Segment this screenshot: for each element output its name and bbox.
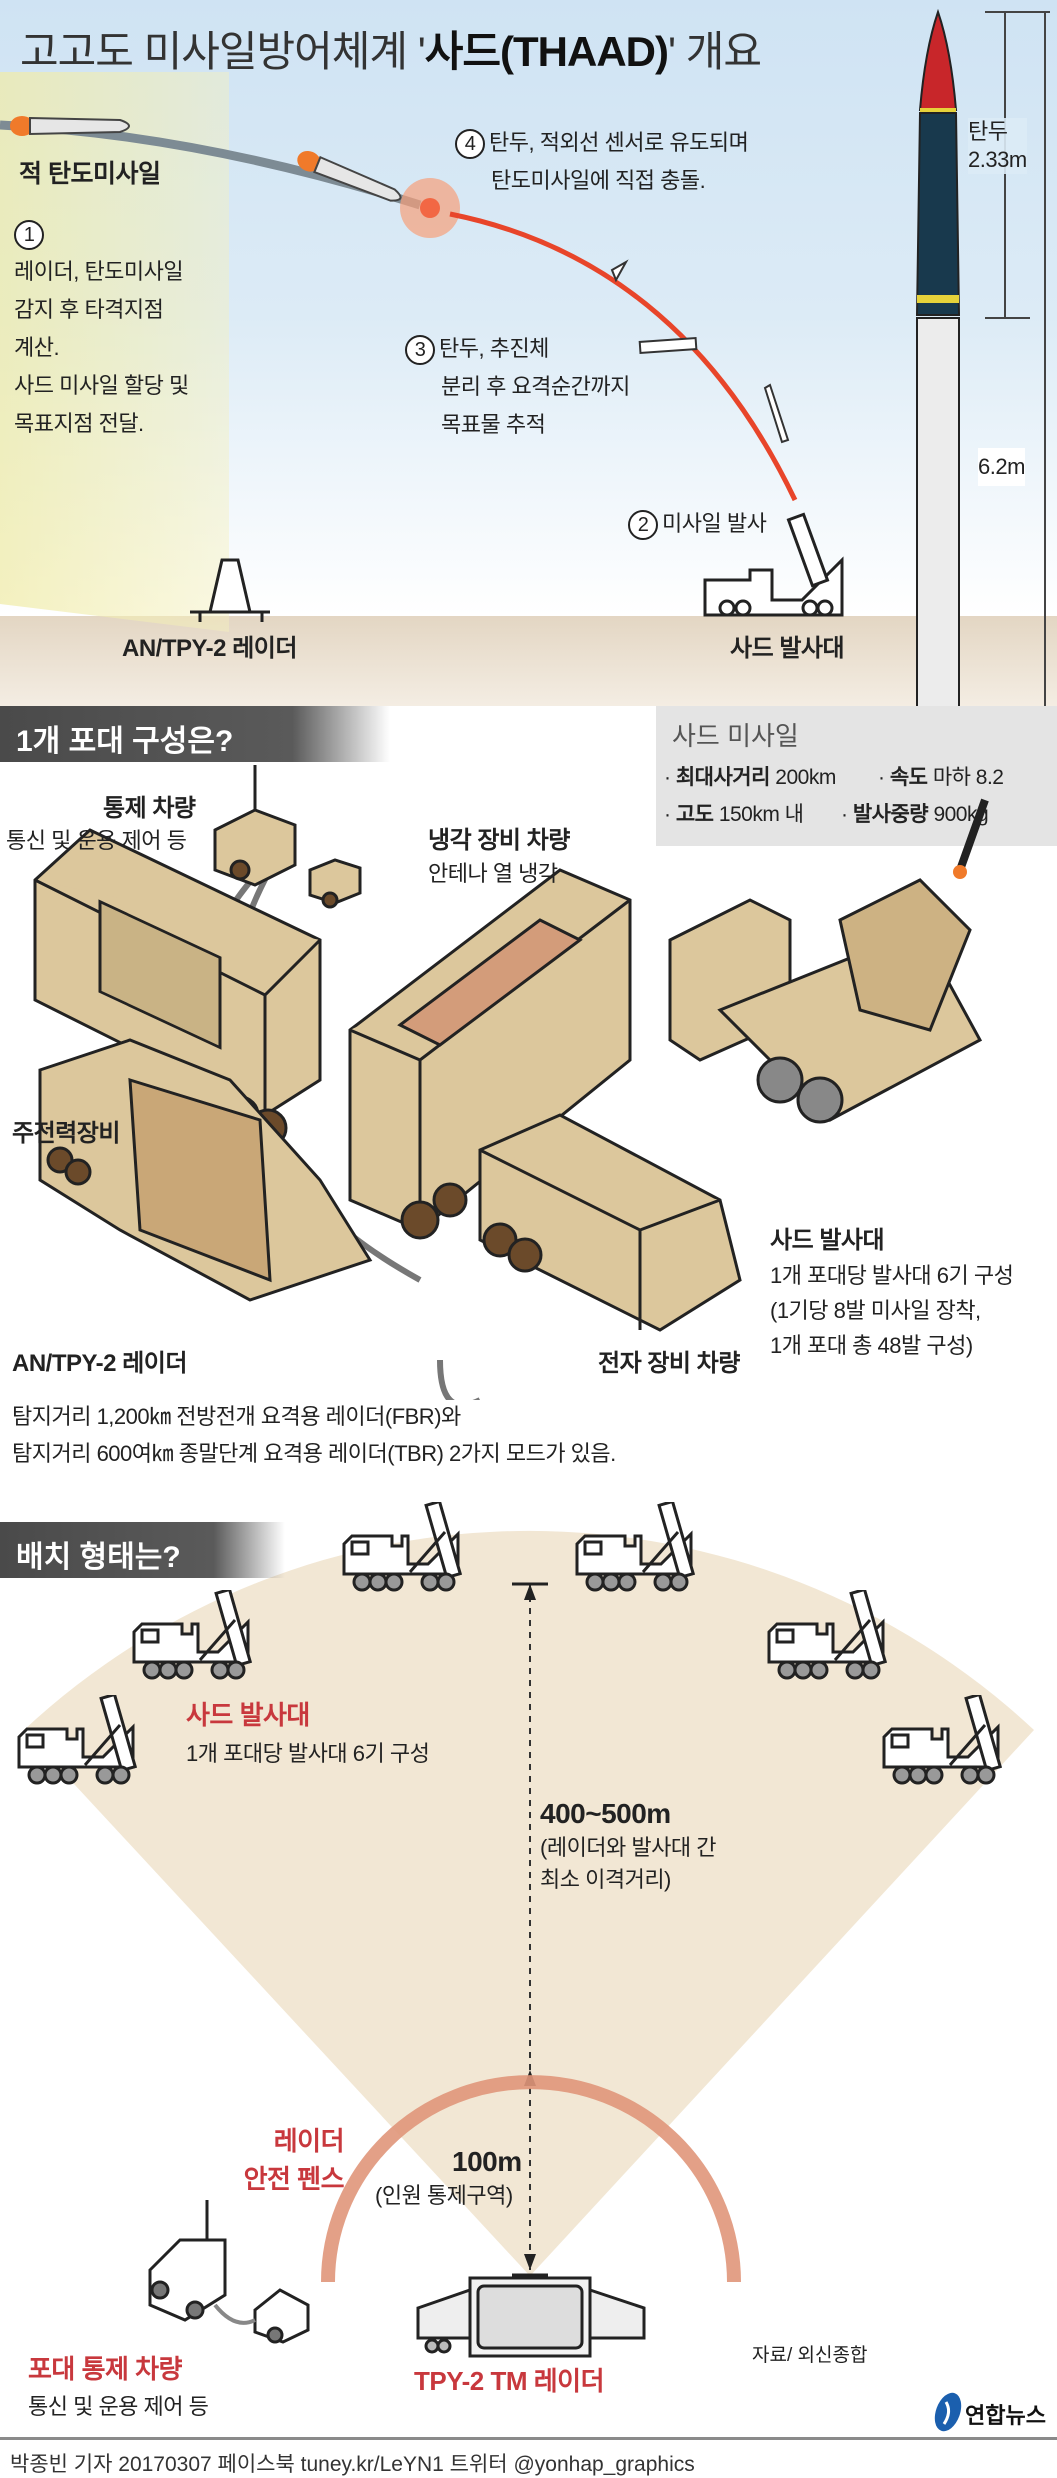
warhead-label: 탄두 [968,119,1008,144]
enemy-missile-warhead-icon [297,150,402,202]
ground-band [0,616,1057,706]
control-vehicle-desc: 통신 및 운용 제어 등 [6,828,187,853]
footer-credit: 박종빈 기자 20170307 페이스북 tuney.kr/LeYN1 트위터 … [10,2453,695,2476]
safety-fence-arc [321,2075,741,2283]
radar-desc-line: 탐지거리 600여㎞ 종말단계 요격용 레이더(TBR) 2가지 모드가 있음. [12,1441,616,1466]
fence-label-line: 안전 펜스 [243,2164,345,2194]
launcher-distance-value: 400~500m [540,1798,671,1829]
step1-line: 레이더, 탄도미사일 [14,259,184,284]
yonhap-logo: 연합뉴스 [965,2403,1046,2428]
deploy-radar-name: TPY-2 TM 레이더 [414,2366,605,2396]
launcher-desc-line: (1기당 8발 미사일 장착, [770,1298,981,1323]
electronics-vehicle-name: 전자 장비 차량 [598,1350,740,1377]
deployment-header: 배치 형태는? [0,1522,285,1578]
step2-label: 미사일 발사 [662,511,767,536]
step2-number: 2 [628,510,658,540]
interceptor-trajectory [449,211,798,502]
missile-info-box: 사드 미사일 · 최대사거리 200km · 속도 마하 8.2 · 고도 15… [656,706,1057,846]
intercept-diagram [0,8,1055,743]
warhead-dimension: 탄두 2.33m [968,118,1027,174]
spec-row: · 최대사거리 200km [664,766,836,789]
deploy-launcher-desc: 1개 포대당 발사대 6기 구성 [186,1741,430,1766]
spec-value: 200km [775,766,836,789]
coverage-fan [24,1530,1034,2276]
launcher-distance-desc: (레이더와 발사대 간 최소 이격거리) [540,1832,716,1896]
launcher-vehicle-icon [668,798,989,1124]
distance-desc-line: 최소 이격거리) [540,1867,671,1892]
spec-label: 고도 [675,803,714,826]
spec-label: 최대사거리 [675,766,771,789]
yonhap-logo-icon [934,2392,962,2432]
spec-value: 150km 내 [718,803,804,826]
cooling-vehicle-name: 냉각 장비 차량 [428,827,570,854]
spec-row: · 속도 마하 8.2 [878,766,1004,789]
spec-label: 속도 [889,766,928,789]
spec-label: 발사중량 [852,803,929,826]
launcher-label: 사드 발사대 [730,635,845,662]
launcher-desc-line: 1개 포대 총 48발 구성) [770,1333,973,1358]
page-title: 고고도 미사일방어체계 '사드(THAAD)' 개요 [20,28,762,75]
distance-desc-line: (레이더와 발사대 간 [540,1835,716,1860]
fence-distance-value: 100m [452,2146,522,2177]
step1-number: 1 [14,220,44,250]
battery-header: 1개 포대 구성은? [0,706,390,762]
fence-label-line: 레이더 [273,2126,345,2156]
control-vehicle-name: 통제 차량 [103,795,196,822]
enemy-missile-icon [10,116,130,136]
radar-desc-line: 탐지거리 1,200㎞ 전방전개 요격용 레이더(FBR)와 [12,1404,461,1429]
spec-value: 마하 8.2 [932,766,1004,789]
radar-beam [0,72,229,632]
radar-icon [190,558,270,622]
footer-divider [0,2437,1057,2440]
missile-info-title: 사드 미사일 [672,721,799,751]
cooling-vehicle-desc: 안테나 열 냉각 [428,861,558,886]
fence-distance-desc: (인원 통제구역) [375,2183,513,2208]
enemy-missile-label: 적 탄도미사일 [19,160,161,188]
step1-line: 목표지점 전달. [14,411,144,436]
radar-desc: 탐지거리 1,200㎞ 전방전개 요격용 레이더(FBR)와 탐지거리 600여… [12,1398,616,1472]
step4-line: 탄도미사일에 직접 충돌. [491,168,706,193]
cooling-vehicle-icon [348,868,632,1240]
tpy2-radar-icon [416,2276,646,2358]
power-unit-name: 주전력장비 [12,1120,120,1147]
step1-line: 사드 미사일 할당 및 [14,373,189,398]
step1-line: 계산. [14,335,60,360]
step4-number: 4 [455,129,485,159]
thaad-missile-icon [906,8,970,743]
source-text: 자료/ 외신종합 [752,2345,868,2366]
launcher-desc: 1개 포대당 발사대 6기 구성 (1기당 8발 미사일 장착, 1개 포대 총… [770,1258,1014,1363]
radar-vehicle-icon [38,1038,373,1302]
step1-text: 1 레이더, 탄도미사일 감지 후 타격지점 계산. 사드 미사일 할당 및 목… [14,215,189,443]
step3-number: 3 [405,335,435,365]
deploy-control-vehicle-name: 포대 통제 차량 [28,2354,182,2384]
electronics-vehicle-icon [478,1113,742,1332]
deploy-launcher-name: 사드 발사대 [186,1700,310,1730]
launcher-desc-line: 1개 포대당 발사대 6기 구성 [770,1263,1014,1288]
deployment-diagram [17,1502,1034,2432]
spec-row: · 고도 150km 내 [664,803,804,826]
step3-line: 탄두, 추진체 [439,336,549,361]
launcher-name: 사드 발사대 [770,1227,885,1254]
radar-name: AN/TPY-2 레이더 [12,1350,187,1377]
deploy-control-vehicle-desc: 통신 및 운용 제어 등 [28,2394,209,2419]
step3-line: 분리 후 요격순간까지 [441,374,630,399]
battery-vehicles-illustration [33,765,989,1400]
missile-length: 6.2m [978,448,1025,486]
warhead-length: 2.33m [968,147,1027,172]
radar-label: AN/TPY-2 레이더 [122,635,297,662]
safety-fence-label: 레이더 안전 펜스 [222,2122,345,2198]
step4-line: 탄두, 적외선 센서로 유도되며 [489,130,749,155]
control-vehicle-icon [213,765,362,909]
launcher-icon [703,512,844,617]
control-vehicle-icon [148,2200,310,2344]
step3-line: 목표물 추적 [441,412,546,437]
step1-line: 감지 후 타격지점 [14,297,164,322]
